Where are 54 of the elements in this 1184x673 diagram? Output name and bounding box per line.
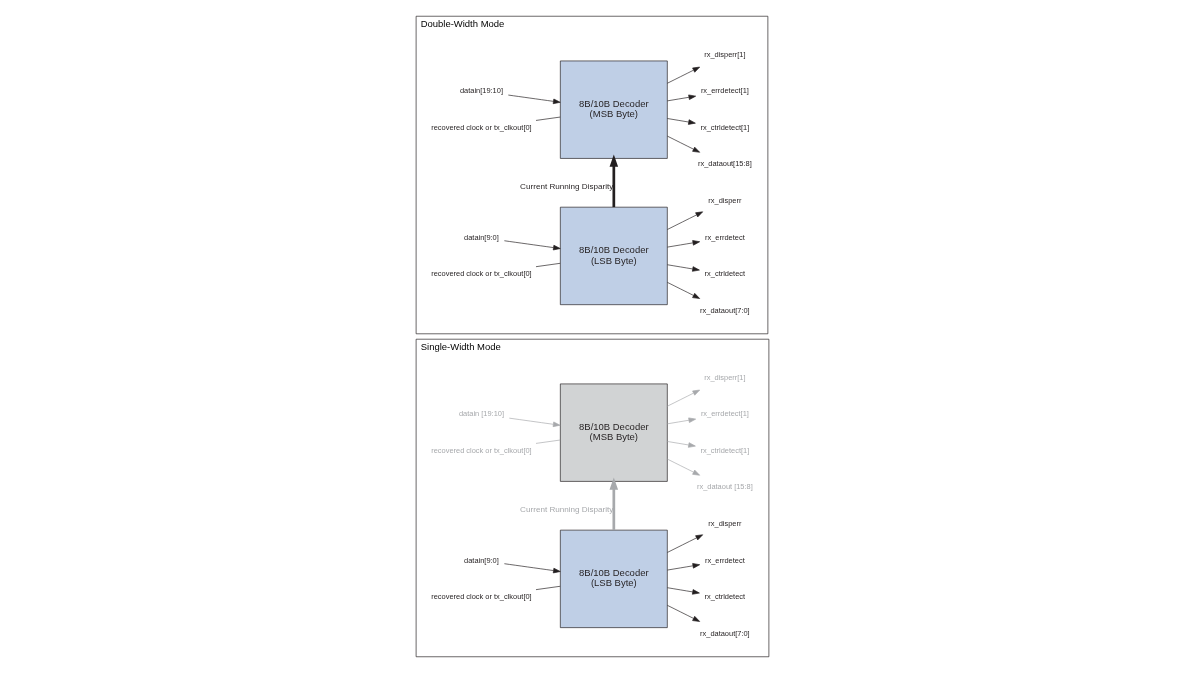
arrow: [609, 154, 618, 208]
arrow: [666, 240, 700, 248]
node-text: rx_disperr[1]: [703, 49, 746, 59]
node-box: 8B/10B Decoder (MSB Byte): [559, 383, 668, 482]
node-text: datain[9:0]: [463, 555, 499, 565]
node-text: recovered clock or tx_clkout[0]: [430, 592, 532, 602]
connector: [535, 263, 560, 268]
connector: [535, 439, 560, 444]
node-text: rx_errdetect: [704, 232, 745, 242]
node-text: rx_ctrldetect[1]: [699, 445, 749, 455]
node-text: recovered clock or tx_clkout[0]: [430, 269, 532, 279]
node-box: 8B/10B Decoder (MSB Byte): [559, 60, 668, 159]
node-text: recovered clock or tx_clkout[0]: [430, 445, 532, 455]
arrow: [666, 587, 700, 595]
arrow: [666, 135, 700, 153]
node-text: rx_disperr: [707, 518, 741, 528]
connector: [535, 585, 560, 590]
node-text: rx_dataout[7:0]: [699, 628, 750, 638]
arrow: [666, 605, 700, 622]
node-text: datain[19:10]: [459, 86, 503, 96]
node-text: rx_dataout [15:8]: [696, 482, 753, 492]
arrow: [666, 282, 700, 299]
node-box: 8B/10B Decoder (LSB Byte): [559, 206, 668, 305]
node-text: rx_dataout[7:0]: [699, 305, 750, 315]
node-box: 8B/10B Decoder (LSB Byte): [559, 529, 668, 628]
node-text: datain[9:0]: [463, 232, 499, 242]
arrow: [503, 563, 561, 574]
arrow: [666, 534, 703, 553]
node-text: rx_disperr[1]: [703, 372, 746, 382]
node-text: datain [19:10]: [458, 409, 504, 419]
arrow: [666, 458, 700, 476]
arrow: [508, 417, 560, 427]
arrow: [666, 94, 696, 102]
arrow: [507, 94, 561, 105]
node-text: rx_dataout[15:8]: [697, 159, 752, 169]
arrow: [666, 118, 696, 125]
node-text: rx_disperr: [707, 195, 741, 205]
arrow: [666, 66, 700, 84]
node-text: rx_errdetect: [704, 555, 745, 565]
arrow: [666, 389, 700, 407]
arrow: [503, 240, 561, 251]
arrow: [666, 417, 696, 425]
node-text: recovered clock or tx_clkout[0]: [430, 122, 532, 132]
arrow: [666, 264, 700, 272]
arrow: [666, 563, 700, 571]
connector: [535, 116, 560, 121]
node-text: rx_errdetect[1]: [700, 409, 749, 419]
node-text: rx_ctrldetect[1]: [699, 122, 749, 132]
arrow: [666, 441, 696, 448]
arrow: [609, 477, 618, 531]
node-text: rx_errdetect[1]: [700, 86, 749, 96]
node-text: rx_ctrldetect: [704, 592, 745, 602]
arrow: [666, 211, 703, 230]
node-text: rx_ctrldetect: [704, 269, 745, 279]
